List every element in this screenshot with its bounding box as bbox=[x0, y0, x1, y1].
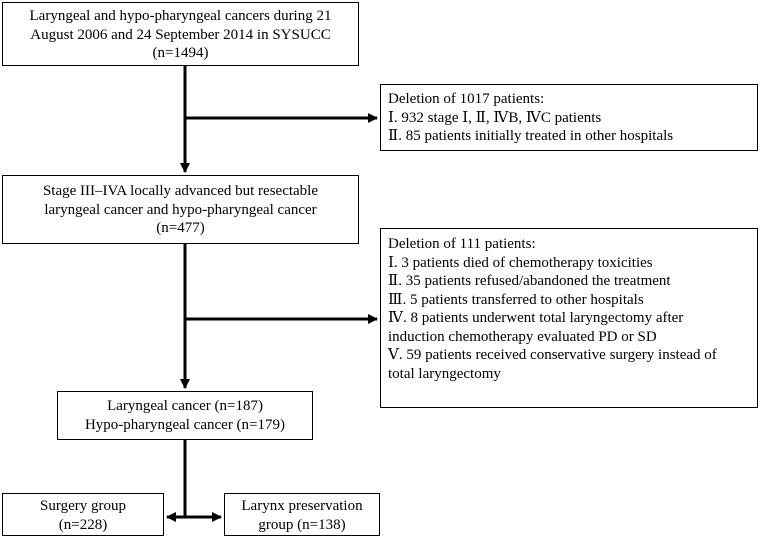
box-stage-resectable: Stage III–IVA locally advanced but resec… bbox=[2, 175, 359, 244]
surgery-line-2: (n=228) bbox=[58, 516, 108, 533]
exclusion1-line-1: Deletion of 1017 patients: bbox=[388, 91, 545, 107]
surgery-line-1: Surgery group bbox=[40, 498, 126, 514]
box-surgery-group: Surgery group (n=228) bbox=[2, 493, 164, 536]
exclusion2-line-4: Ⅲ. 5 patients transferred to other hospi… bbox=[388, 291, 644, 308]
exclusion2-line-5: Ⅳ. 8 patients underwent total laryngecto… bbox=[388, 310, 684, 326]
exclusion2-line-6: induction chemotherapy evaluated PD or S… bbox=[388, 328, 657, 345]
preservation-line-1: Larynx preservation bbox=[241, 498, 363, 514]
box-cancer-type: Laryngeal cancer (n=187) Hypo-pharyngeal… bbox=[57, 391, 313, 440]
preservation-line-2: group (n=138) bbox=[258, 516, 346, 533]
box-initial-line-3: (n=1494) bbox=[152, 45, 209, 61]
exclusion2-line-3: Ⅱ. 35 patients refused/abandoned the tre… bbox=[388, 273, 671, 289]
box-stage-line-3: (n=477) bbox=[156, 220, 205, 236]
exclusion2-line-8: total laryngectomy bbox=[388, 365, 501, 382]
box-initial-line-2: August 2006 and 24 September 2014 in SYS… bbox=[30, 26, 331, 43]
exclusion1-line-2: Ⅰ. 932 stage Ⅰ, Ⅱ, ⅣB, ⅣC patients bbox=[388, 109, 602, 126]
box-initial-population: Laryngeal and hypo-pharyngeal cancers du… bbox=[2, 2, 359, 66]
cancer-type-line-1: Laryngeal cancer (n=187) bbox=[107, 398, 263, 414]
box-larynx-preservation: Larynx preservation group (n=138) bbox=[224, 493, 380, 536]
box-initial-line-1: Laryngeal and hypo-pharyngeal cancers du… bbox=[29, 8, 332, 24]
box-stage-line-1: Stage III–IVA locally advanced but resec… bbox=[42, 183, 319, 199]
exclusion2-line-1: Deletion of 111 patients: bbox=[388, 236, 536, 252]
exclusion2-line-2: Ⅰ. 3 patients died of chemotherapy toxic… bbox=[388, 254, 653, 271]
exclusion1-line-3: Ⅱ. 85 patients initially treated in othe… bbox=[388, 128, 674, 144]
exclusion2-line-7: Ⅴ. 59 patients received conservative sur… bbox=[388, 347, 717, 363]
box-stage-line-2: laryngeal cancer and hypo-pharyngeal can… bbox=[44, 201, 317, 218]
box-exclusion-1: Deletion of 1017 patients: Ⅰ. 932 stage … bbox=[380, 84, 758, 151]
box-exclusion-2: Deletion of 111 patients: Ⅰ. 3 patients … bbox=[380, 228, 758, 408]
cancer-type-line-2: Hypo-pharyngeal cancer (n=179) bbox=[84, 416, 286, 433]
